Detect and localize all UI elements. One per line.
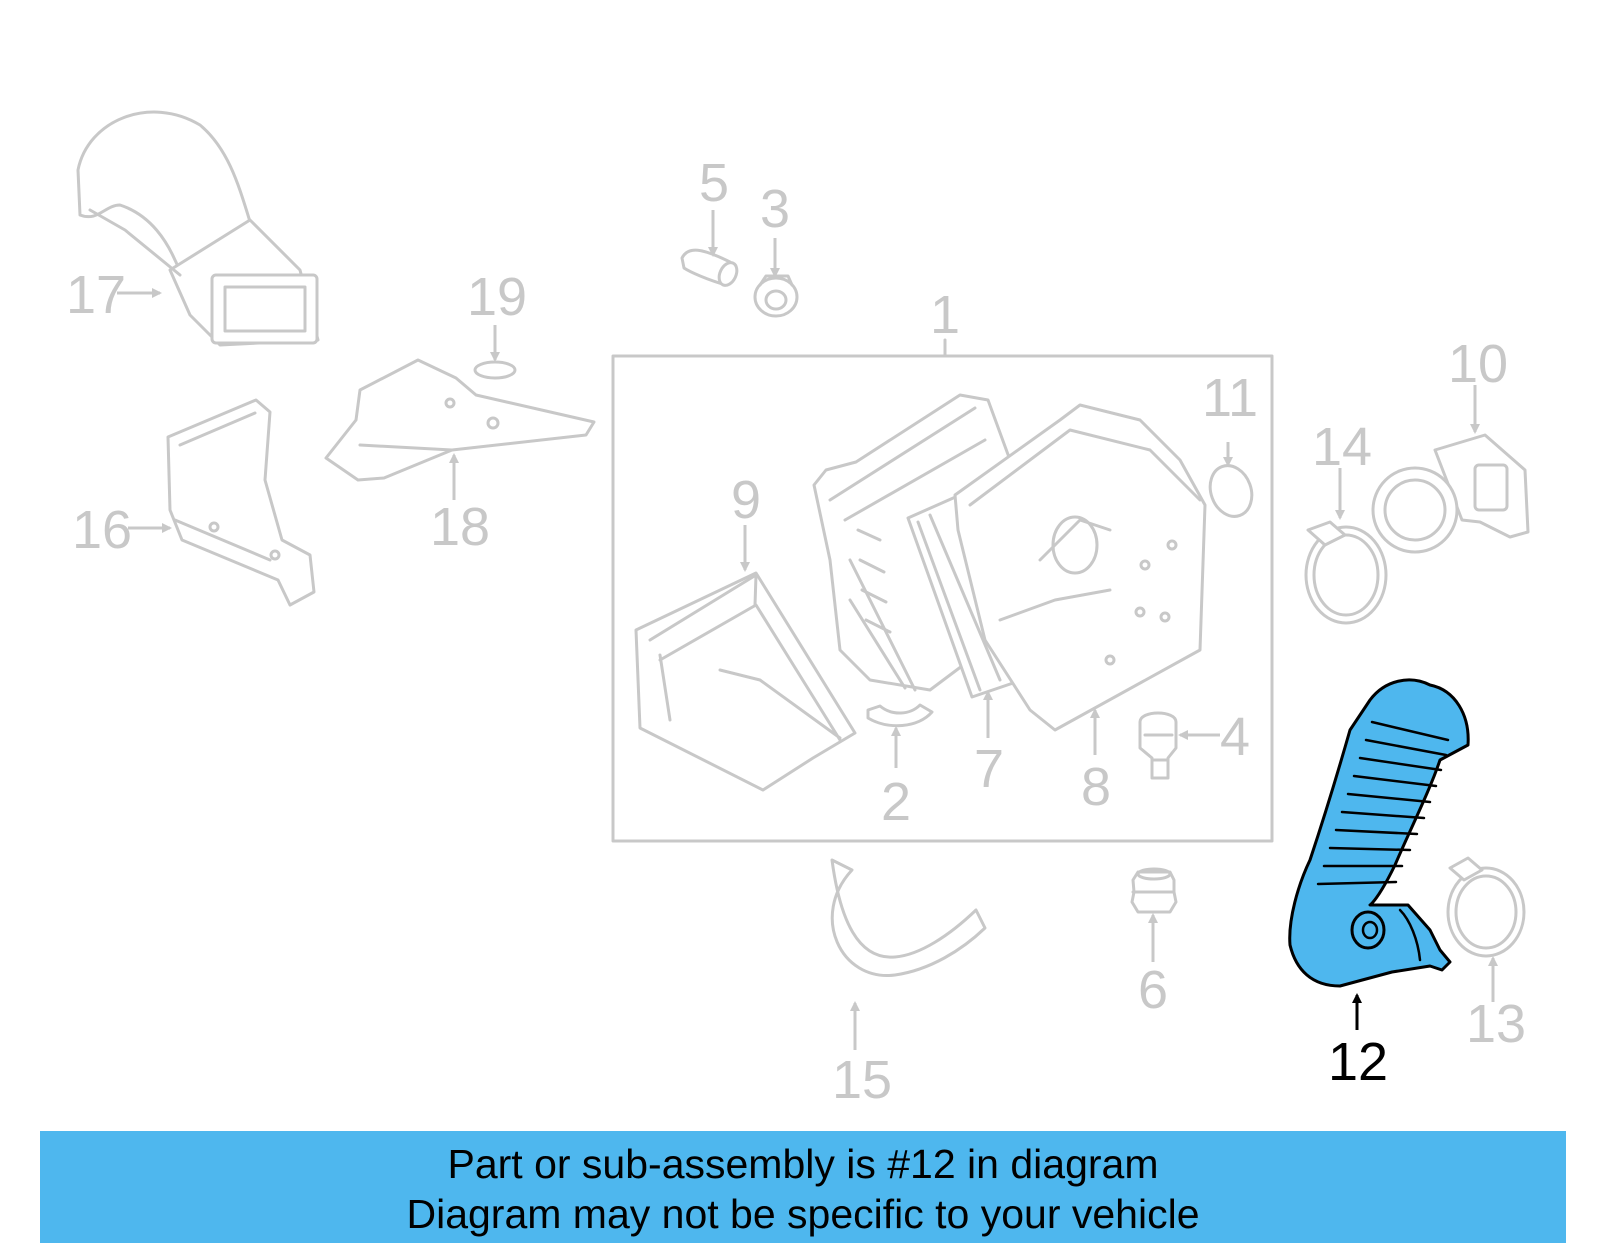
part-10-maf-sensor[interactable] xyxy=(1371,433,1530,554)
label-2[interactable]: 2 xyxy=(881,772,911,832)
label-4[interactable]: 4 xyxy=(1220,707,1250,767)
part-2-clip[interactable] xyxy=(866,703,934,728)
part-6-rubber-mount[interactable] xyxy=(1130,867,1178,914)
part-9-intake-housing[interactable] xyxy=(634,571,857,792)
part-13-hose-clamp[interactable] xyxy=(1446,856,1526,958)
label-3[interactable]: 3 xyxy=(760,179,790,239)
part-19-o-ring[interactable] xyxy=(473,360,517,380)
part-12-air-intake-hose[interactable] xyxy=(1288,678,1470,988)
part-labels: 17 16 18 19 5 3 1 9 2 7 8 4 6 15 11 10 1… xyxy=(66,153,1526,1110)
label-18[interactable]: 18 xyxy=(430,497,490,557)
label-13[interactable]: 13 xyxy=(1466,994,1526,1054)
label-8[interactable]: 8 xyxy=(1081,757,1111,817)
banner-line-1: Part or sub-assembly is #12 in diagram xyxy=(447,1141,1159,1187)
label-1[interactable]: 1 xyxy=(930,285,960,345)
banner-line-2: Diagram may not be specific to your vehi… xyxy=(406,1191,1200,1237)
label-16[interactable]: 16 xyxy=(72,500,132,560)
label-11[interactable]: 11 xyxy=(1202,368,1258,428)
part-15-hose[interactable] xyxy=(830,858,987,977)
part-4-grommet[interactable] xyxy=(1138,711,1178,780)
label-19[interactable]: 19 xyxy=(467,267,527,327)
label-10[interactable]: 10 xyxy=(1448,334,1508,394)
part-1-frame xyxy=(611,354,1274,843)
label-14[interactable]: 14 xyxy=(1312,417,1372,477)
part-3-grommet[interactable] xyxy=(753,274,799,318)
label-7[interactable]: 7 xyxy=(974,739,1004,799)
part-16-bracket[interactable] xyxy=(166,398,316,607)
part-5-pin[interactable] xyxy=(680,248,740,288)
label-5[interactable]: 5 xyxy=(699,153,729,213)
part-8-housing-upper[interactable] xyxy=(953,403,1207,732)
label-9[interactable]: 9 xyxy=(731,470,761,530)
label-15[interactable]: 15 xyxy=(832,1050,892,1110)
part-14-hose-clamp[interactable] xyxy=(1304,520,1388,625)
info-banner: Part or sub-assembly is #12 in diagram D… xyxy=(40,1131,1566,1243)
part-17-intake-duct[interactable] xyxy=(76,110,320,347)
label-6[interactable]: 6 xyxy=(1138,960,1168,1020)
label-12-selected[interactable]: 12 xyxy=(1328,1032,1388,1092)
part-18-panel[interactable] xyxy=(324,358,596,482)
leader-lines xyxy=(117,210,1498,1050)
label-17[interactable]: 17 xyxy=(66,265,126,325)
part-11-o-ring[interactable] xyxy=(1203,460,1258,523)
